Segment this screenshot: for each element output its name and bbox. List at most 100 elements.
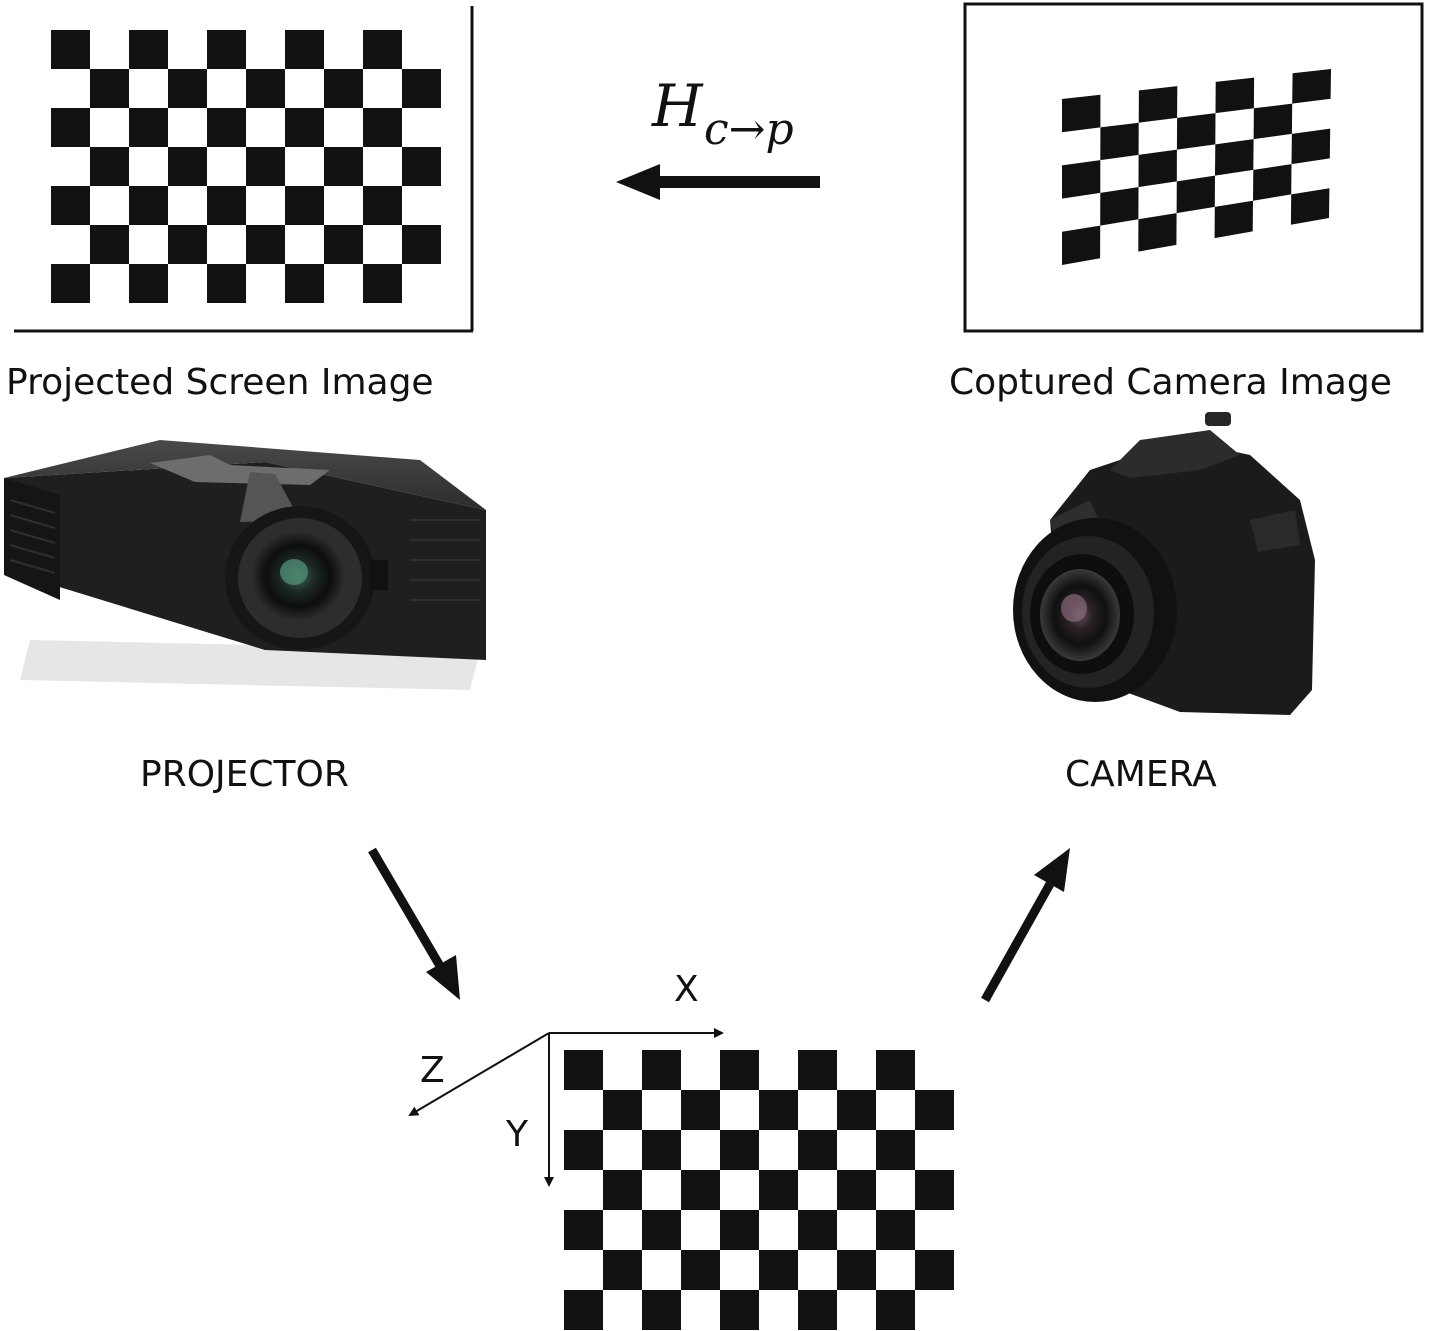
projected-board-square xyxy=(402,147,441,186)
projector-to-board-arrow xyxy=(368,847,460,1000)
projected-board-square xyxy=(51,264,90,303)
captured-board-square xyxy=(1062,160,1101,199)
world-board-square xyxy=(837,1170,876,1210)
projected-board-square xyxy=(246,225,285,264)
world-board-square xyxy=(681,1170,720,1210)
captured-board-square xyxy=(1062,94,1101,133)
world-board-square xyxy=(642,1210,681,1250)
projected-board-square xyxy=(207,186,246,225)
homography-symbol: H xyxy=(651,72,704,140)
world-board-square xyxy=(837,1250,876,1290)
projected-board-square xyxy=(129,186,168,225)
captured-board-square xyxy=(1292,69,1331,104)
projected-board-square xyxy=(363,108,402,147)
world-board-square xyxy=(720,1210,759,1250)
world-board-square xyxy=(564,1210,603,1250)
world-board-square xyxy=(759,1170,798,1210)
projected-board-square xyxy=(129,264,168,303)
projected-board-square xyxy=(285,108,324,147)
projected-board-square xyxy=(207,30,246,69)
world-board-square xyxy=(720,1290,759,1330)
projected-board-square xyxy=(90,225,129,264)
projected-board-square xyxy=(402,225,441,264)
world-board-square xyxy=(876,1290,915,1330)
world-board-square xyxy=(759,1090,798,1130)
captured-board-square xyxy=(1253,164,1292,201)
projected-board-square xyxy=(207,108,246,147)
world-board-square xyxy=(798,1130,837,1170)
projected-screen-label: Projected Screen Image xyxy=(6,362,434,403)
captured-camera-label: Coptured Camera Image xyxy=(949,362,1392,403)
world-board-square xyxy=(564,1130,603,1170)
projected-board-square xyxy=(285,30,324,69)
projected-board-square xyxy=(246,69,285,108)
captured-board-square xyxy=(1138,86,1178,123)
captured-board-square xyxy=(1215,77,1255,114)
world-board-square xyxy=(603,1250,642,1290)
captured-board-square xyxy=(1176,175,1215,214)
captured-board-square xyxy=(1138,213,1177,252)
captured-board-square xyxy=(1100,122,1139,161)
captured-board-square xyxy=(1215,139,1254,176)
camera-image xyxy=(1013,412,1315,715)
projected-board-square xyxy=(324,69,363,108)
world-board-square xyxy=(603,1170,642,1210)
world-board-square xyxy=(564,1290,603,1330)
projected-board-square xyxy=(129,30,168,69)
projected-board-square xyxy=(363,186,402,225)
captured-camera-panel xyxy=(963,2,1424,333)
projected-board-square xyxy=(168,147,207,186)
projected-checkerboard xyxy=(51,30,441,303)
captured-board-square xyxy=(1176,113,1216,150)
projector-image xyxy=(4,440,486,690)
world-board-square xyxy=(798,1210,837,1250)
projected-board-square xyxy=(207,264,246,303)
world-board-square xyxy=(915,1250,954,1290)
world-board-square xyxy=(642,1130,681,1170)
projected-board-square xyxy=(246,147,285,186)
y-axis-label: Y xyxy=(505,1114,529,1155)
camera-label: CAMERA xyxy=(1065,754,1217,795)
projected-board-square xyxy=(51,30,90,69)
world-board-square xyxy=(681,1090,720,1130)
projected-board-square xyxy=(168,225,207,264)
captured-board-square xyxy=(1214,200,1253,239)
z-axis-arrow xyxy=(408,1032,550,1117)
world-board-square xyxy=(798,1050,837,1090)
projected-board-square xyxy=(363,30,402,69)
world-board-square xyxy=(720,1050,759,1090)
captured-board-square xyxy=(1291,128,1331,165)
world-board-square xyxy=(759,1250,798,1290)
projected-board-square xyxy=(168,69,207,108)
world-board-square xyxy=(642,1290,681,1330)
board-to-camera-arrow xyxy=(981,848,1070,1003)
projected-board-square xyxy=(363,264,402,303)
projected-board-square xyxy=(90,69,129,108)
projected-board-square xyxy=(129,108,168,147)
homography-arrow xyxy=(616,164,820,200)
world-board-square xyxy=(798,1290,837,1330)
projected-board-square xyxy=(90,147,129,186)
world-board-square xyxy=(603,1090,642,1130)
captured-checkerboard xyxy=(1062,69,1331,265)
world-board-square xyxy=(876,1130,915,1170)
homography-label: H c→p xyxy=(651,72,794,155)
projected-board-square xyxy=(51,108,90,147)
world-board-square xyxy=(564,1050,603,1090)
projected-screen-panel xyxy=(14,6,474,333)
world-board-square xyxy=(681,1250,720,1290)
projected-board-square xyxy=(285,264,324,303)
captured-board-square xyxy=(1062,225,1101,265)
world-board-square xyxy=(915,1090,954,1130)
z-axis-label: Z xyxy=(420,1050,445,1091)
projected-board-square xyxy=(285,186,324,225)
x-axis-label: X xyxy=(674,969,699,1010)
captured-board-square xyxy=(1290,188,1330,225)
world-board-square xyxy=(876,1050,915,1090)
projected-board-square xyxy=(51,186,90,225)
world-board-square xyxy=(876,1210,915,1250)
captured-board-square xyxy=(1100,187,1139,226)
captured-board-square xyxy=(1253,103,1293,140)
captured-board-square xyxy=(1138,149,1177,188)
world-checkerboard xyxy=(564,1050,954,1330)
